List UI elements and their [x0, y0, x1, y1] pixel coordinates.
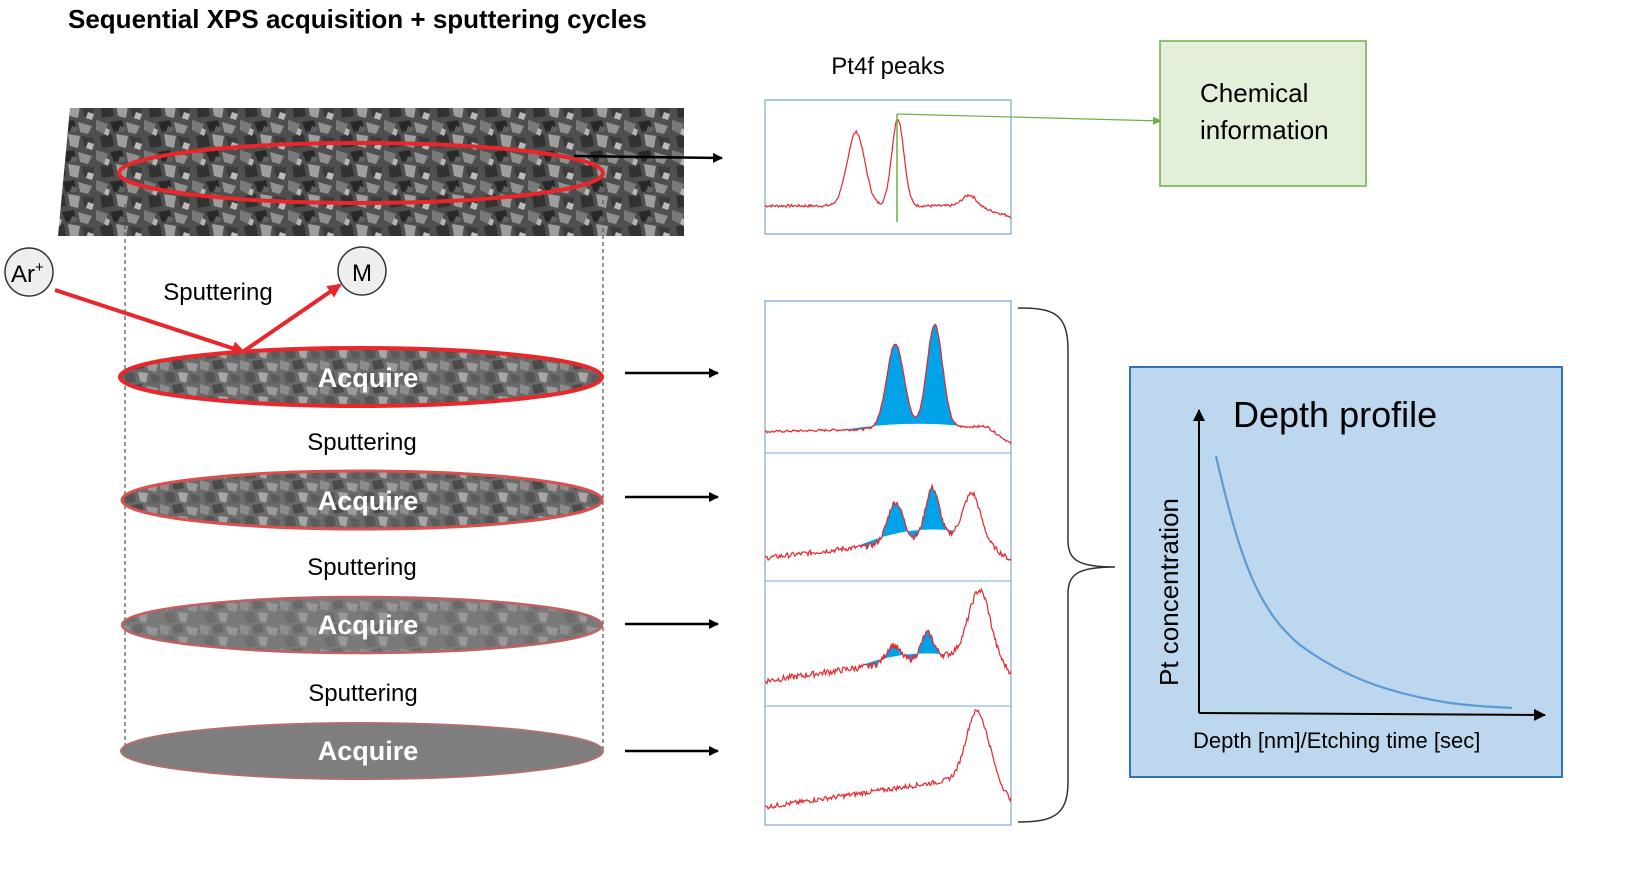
layer-3-disk	[120, 595, 604, 655]
surface-to-spectrum-arrow	[573, 152, 723, 163]
profile-x-axis	[1198, 708, 1546, 721]
chemical-info-line1: Chemical	[1200, 78, 1308, 108]
sputtering-label-4: Sputtering	[308, 680, 417, 707]
spectrum-layer-2	[764, 483, 1012, 562]
layer-4-disk	[120, 722, 604, 780]
svg-text:M: M	[352, 260, 372, 287]
sample-surface	[58, 108, 684, 236]
spectrum-layer-1	[764, 323, 1012, 445]
sputtering-label-3: Sputtering	[307, 554, 416, 581]
argon-ion: Ar+	[4, 247, 54, 297]
layer-1-disk	[118, 346, 604, 408]
spectrum-line	[764, 323, 1012, 445]
sputtered-atom-arrow	[239, 283, 342, 355]
analysis-area-ellipse	[117, 141, 605, 205]
acquire-label-3: Acquire	[318, 610, 419, 640]
spectrum-line	[764, 483, 1012, 562]
sputtering-label-2: Sputtering	[307, 429, 416, 456]
chemical-info-line2: information	[1200, 115, 1329, 145]
acquire-label-2: Acquire	[318, 486, 419, 516]
sputtering-label-1: Sputtering	[163, 279, 272, 306]
profile-y-label: Pt concentration	[1154, 498, 1184, 686]
peak-area-fill	[861, 630, 945, 669]
layer-2-disk	[120, 469, 604, 531]
chemical-information-box	[1159, 40, 1367, 187]
profile-x-label: Depth [nm]/Etching time [sec]	[1193, 728, 1480, 753]
diagram-title: Sequential XPS acquisition + sputtering …	[68, 4, 647, 34]
grouping-brace	[1017, 307, 1116, 823]
peak-area-fill	[856, 485, 955, 549]
chemical-info-arrow	[896, 113, 1163, 125]
metal-atom: M	[337, 246, 387, 296]
spectrum-layer-4	[764, 709, 1012, 810]
spectrum-line	[764, 119, 1012, 219]
peak-area-fill	[838, 324, 962, 431]
reference-spectrum-panel	[764, 99, 1012, 235]
acquire-label-1: Acquire	[318, 363, 419, 393]
spectrum-line	[764, 709, 1012, 810]
incoming-ion-arrow	[54, 288, 246, 355]
profile-curve	[1214, 455, 1513, 710]
peaks-title: Pt4f peaks	[831, 53, 944, 80]
acquire-label-4: Acquire	[318, 736, 419, 766]
reference-spectrum	[764, 119, 1012, 219]
depth-profile-box	[1129, 366, 1563, 778]
spectrum-layer-3	[764, 587, 1012, 685]
depth-profile-title: Depth profile	[1233, 394, 1437, 435]
svg-text:Ar+: Ar+	[11, 259, 44, 288]
spectrum-line	[764, 587, 1012, 685]
